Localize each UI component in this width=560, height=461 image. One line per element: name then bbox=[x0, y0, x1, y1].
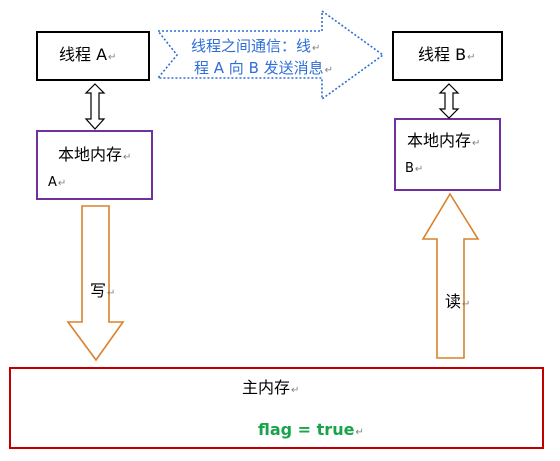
local-memory-a-line1: 本地内存↵ bbox=[58, 147, 131, 163]
local-memory-b-title: 本地内存 bbox=[407, 131, 472, 150]
message-text-line1-wrap: 线程之间通信：线↵ bbox=[191, 36, 320, 58]
main-memory-title: 主内存 bbox=[242, 378, 291, 397]
write-mark: ↵ bbox=[107, 288, 116, 299]
local-memory-a-line2: A↵ bbox=[48, 176, 66, 189]
message-text-line2: 程 A 向 B 发送消息 bbox=[194, 59, 324, 77]
write-arrow bbox=[66, 205, 125, 362]
thread-a-title: 线程 A bbox=[59, 45, 108, 64]
thread-b-title: 线程 B bbox=[418, 45, 467, 64]
thread-a-box bbox=[36, 31, 150, 81]
local-memory-a-mark2: ↵ bbox=[57, 178, 67, 189]
local-memory-a-box bbox=[36, 130, 153, 200]
flag-value-line: flag = true↵ bbox=[258, 422, 364, 438]
message-text-line1: 线程之间通信：线 bbox=[191, 37, 312, 55]
main-memory-mark2: ↵ bbox=[355, 427, 364, 438]
main-memory-mark1: ↵ bbox=[291, 385, 300, 396]
local-memory-a-mark1: ↵ bbox=[123, 152, 132, 163]
write-label: 写 bbox=[90, 281, 107, 300]
flag-value: flag = true bbox=[258, 420, 355, 439]
thread-b-mark: ↵ bbox=[467, 52, 476, 63]
read-label: 读 bbox=[445, 292, 462, 311]
thread-b-local-b-double-arrow bbox=[438, 83, 460, 119]
read-mark: ↵ bbox=[462, 299, 471, 310]
read-arrow bbox=[421, 192, 480, 359]
main-memory-box bbox=[9, 367, 544, 449]
write-label-wrap: 写↵ bbox=[90, 283, 115, 299]
thread-a-label: 线程 A↵ bbox=[59, 47, 116, 63]
local-memory-b-line2: B↵ bbox=[405, 162, 423, 175]
local-memory-b-mark1: ↵ bbox=[472, 138, 481, 149]
main-memory-title-line: 主内存↵ bbox=[242, 380, 299, 396]
thread-b-box bbox=[392, 31, 503, 81]
local-memory-b-box bbox=[394, 118, 501, 191]
local-memory-b-mark2: ↵ bbox=[414, 164, 424, 175]
local-memory-a-subtitle: A bbox=[48, 175, 57, 190]
local-memory-b-subtitle: B bbox=[405, 161, 414, 176]
message-text-line2-wrap: 程 A 向 B 发送消息↵ bbox=[194, 58, 333, 80]
read-label-wrap: 读↵ bbox=[445, 294, 470, 310]
thread-a-local-a-double-arrow bbox=[84, 83, 106, 130]
local-memory-a-title: 本地内存 bbox=[58, 145, 123, 164]
thread-b-label: 线程 B↵ bbox=[418, 47, 475, 63]
local-memory-b-line1: 本地内存↵ bbox=[407, 133, 480, 149]
thread-a-mark: ↵ bbox=[108, 52, 117, 63]
message-mark1: ↵ bbox=[312, 43, 321, 54]
message-mark2: ↵ bbox=[324, 65, 334, 76]
